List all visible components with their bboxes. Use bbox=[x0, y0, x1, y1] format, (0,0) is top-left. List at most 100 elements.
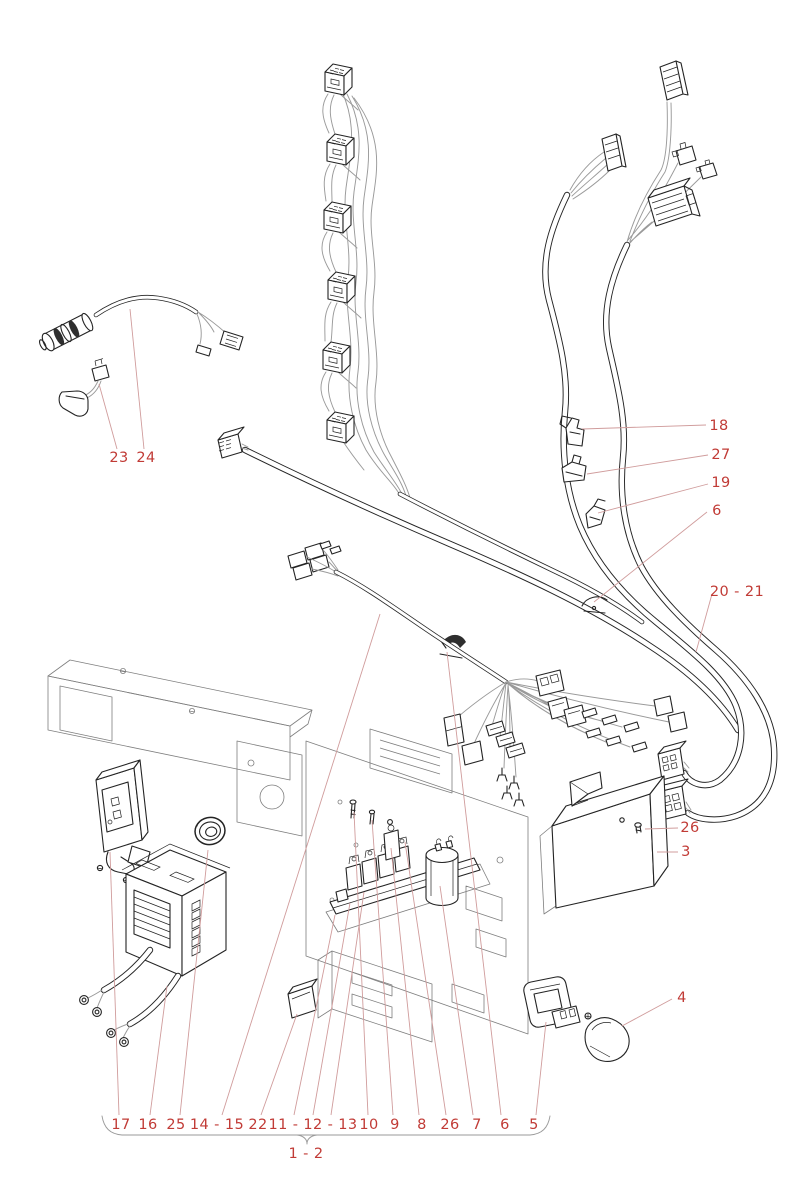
callout-7: 7 bbox=[472, 1117, 482, 1133]
leader-line-9 bbox=[371, 819, 394, 1116]
leader-line-11-12-13-2 bbox=[330, 891, 365, 1116]
valve-tall bbox=[383, 824, 401, 861]
plug-2x2 bbox=[535, 669, 565, 697]
leader-line-16 bbox=[149, 985, 168, 1116]
callout-23: 23 bbox=[109, 450, 128, 466]
callout-19: 19 bbox=[711, 475, 730, 491]
leader-line-26-bottom bbox=[404, 841, 447, 1116]
callout-1-2: 1 - 2 bbox=[289, 1146, 324, 1162]
chain-connector-6 bbox=[326, 411, 355, 444]
plug-right-2 bbox=[667, 711, 688, 733]
leader-line-4 bbox=[621, 998, 673, 1027]
harness-connector-20 bbox=[217, 426, 249, 459]
callout-26-cover: 26 bbox=[680, 820, 699, 836]
chassis-frame bbox=[47, 659, 529, 1043]
callout-6-bottom: 6 bbox=[500, 1117, 510, 1133]
chain-connector-3 bbox=[323, 201, 352, 234]
leader-line-25 bbox=[179, 849, 209, 1116]
leader-line-19 bbox=[597, 483, 709, 514]
callout-4: 4 bbox=[677, 990, 687, 1006]
power-inlet-17 bbox=[95, 759, 151, 884]
connector-chain bbox=[320, 63, 645, 625]
callout-16: 16 bbox=[138, 1117, 157, 1133]
loom-connector-upper bbox=[657, 740, 690, 781]
callout-20-21: 20 - 21 bbox=[710, 584, 764, 600]
grommet-25 bbox=[194, 816, 226, 846]
callout-6-upper: 6 bbox=[712, 503, 722, 519]
two-pin-plug-2 bbox=[695, 159, 718, 180]
ring-terminal-1 bbox=[79, 995, 89, 1005]
capacitor-7 bbox=[425, 835, 459, 907]
box-22 bbox=[287, 978, 318, 1019]
switch-key-4 bbox=[584, 1017, 630, 1062]
plug-small-2 bbox=[563, 704, 587, 728]
valve-2 bbox=[361, 848, 379, 885]
spade-terminals bbox=[581, 707, 648, 753]
screw-upper-2 bbox=[368, 809, 376, 825]
ribbon-connector-small bbox=[601, 133, 627, 172]
cable-24-spade bbox=[195, 344, 212, 357]
cover-box-3 bbox=[539, 771, 669, 915]
leader-line-20-21 bbox=[695, 593, 713, 653]
callout-25: 25 bbox=[166, 1117, 185, 1133]
two-pin-plug bbox=[671, 142, 697, 166]
ring-terminal-3 bbox=[106, 1028, 116, 1038]
leader-line-14-15 bbox=[221, 613, 381, 1116]
ring-terminal-2 bbox=[92, 1007, 102, 1017]
transformer-16 bbox=[79, 843, 231, 1047]
leaders-layer bbox=[98, 308, 713, 1116]
leader-line-27 bbox=[586, 454, 709, 475]
leader-line-5 bbox=[535, 1021, 547, 1116]
callout-22: 22 bbox=[248, 1117, 267, 1133]
leader-line-17 bbox=[109, 851, 120, 1116]
switch-5 bbox=[523, 976, 600, 1029]
callout-14-15: 14 - 15 bbox=[190, 1117, 244, 1133]
callout-9: 9 bbox=[390, 1117, 400, 1133]
leader-line-6-upper bbox=[593, 511, 708, 603]
leader-line-11-12-13 bbox=[293, 914, 336, 1116]
leader-line-10 bbox=[353, 811, 369, 1116]
chain-connector-5 bbox=[322, 341, 351, 374]
leader-line-18 bbox=[581, 424, 707, 430]
callout-17: 17 bbox=[111, 1117, 130, 1133]
cable-assembly-24 bbox=[38, 294, 244, 357]
cable-clips bbox=[439, 415, 608, 659]
callout-11-12-13: 11 - 12 - 13 bbox=[268, 1117, 357, 1133]
ring-terminal-4 bbox=[119, 1037, 129, 1047]
callout-26-bottom: 26 bbox=[440, 1117, 459, 1133]
screw-26 bbox=[634, 822, 642, 834]
sensor-assembly-23 bbox=[58, 358, 110, 417]
ribbon-connector bbox=[659, 60, 689, 101]
spade-terminal-cluster bbox=[287, 540, 342, 581]
fuse-holders bbox=[485, 720, 526, 759]
multi-pin-block bbox=[647, 177, 701, 227]
washer bbox=[387, 819, 393, 825]
index-bracket bbox=[101, 1115, 551, 1145]
cable-24-connector bbox=[219, 330, 244, 351]
plug-right-1 bbox=[653, 695, 674, 717]
leader-line-11-12-13-1 bbox=[312, 902, 351, 1116]
fork-terminals bbox=[496, 767, 525, 807]
callout-27: 27 bbox=[711, 447, 730, 463]
callout-3: 3 bbox=[681, 844, 691, 860]
leader-line-23 bbox=[98, 383, 118, 450]
leader-line-26-cover bbox=[644, 827, 679, 830]
callout-8: 8 bbox=[417, 1117, 427, 1133]
chain-connector-1 bbox=[324, 63, 353, 96]
callout-5: 5 bbox=[529, 1117, 539, 1133]
clip-19 bbox=[585, 498, 606, 529]
callout-10: 10 bbox=[359, 1117, 378, 1133]
leader-line-24 bbox=[129, 308, 145, 450]
clip-27 bbox=[561, 454, 587, 483]
main-cable-loom bbox=[217, 191, 778, 823]
screw-upper bbox=[349, 799, 357, 819]
callout-24: 24 bbox=[136, 450, 155, 466]
chain-connector-4 bbox=[327, 271, 356, 304]
callout-18: 18 bbox=[709, 418, 728, 434]
cable-tie-6-upper bbox=[581, 596, 608, 614]
leader-line-7 bbox=[439, 885, 474, 1116]
